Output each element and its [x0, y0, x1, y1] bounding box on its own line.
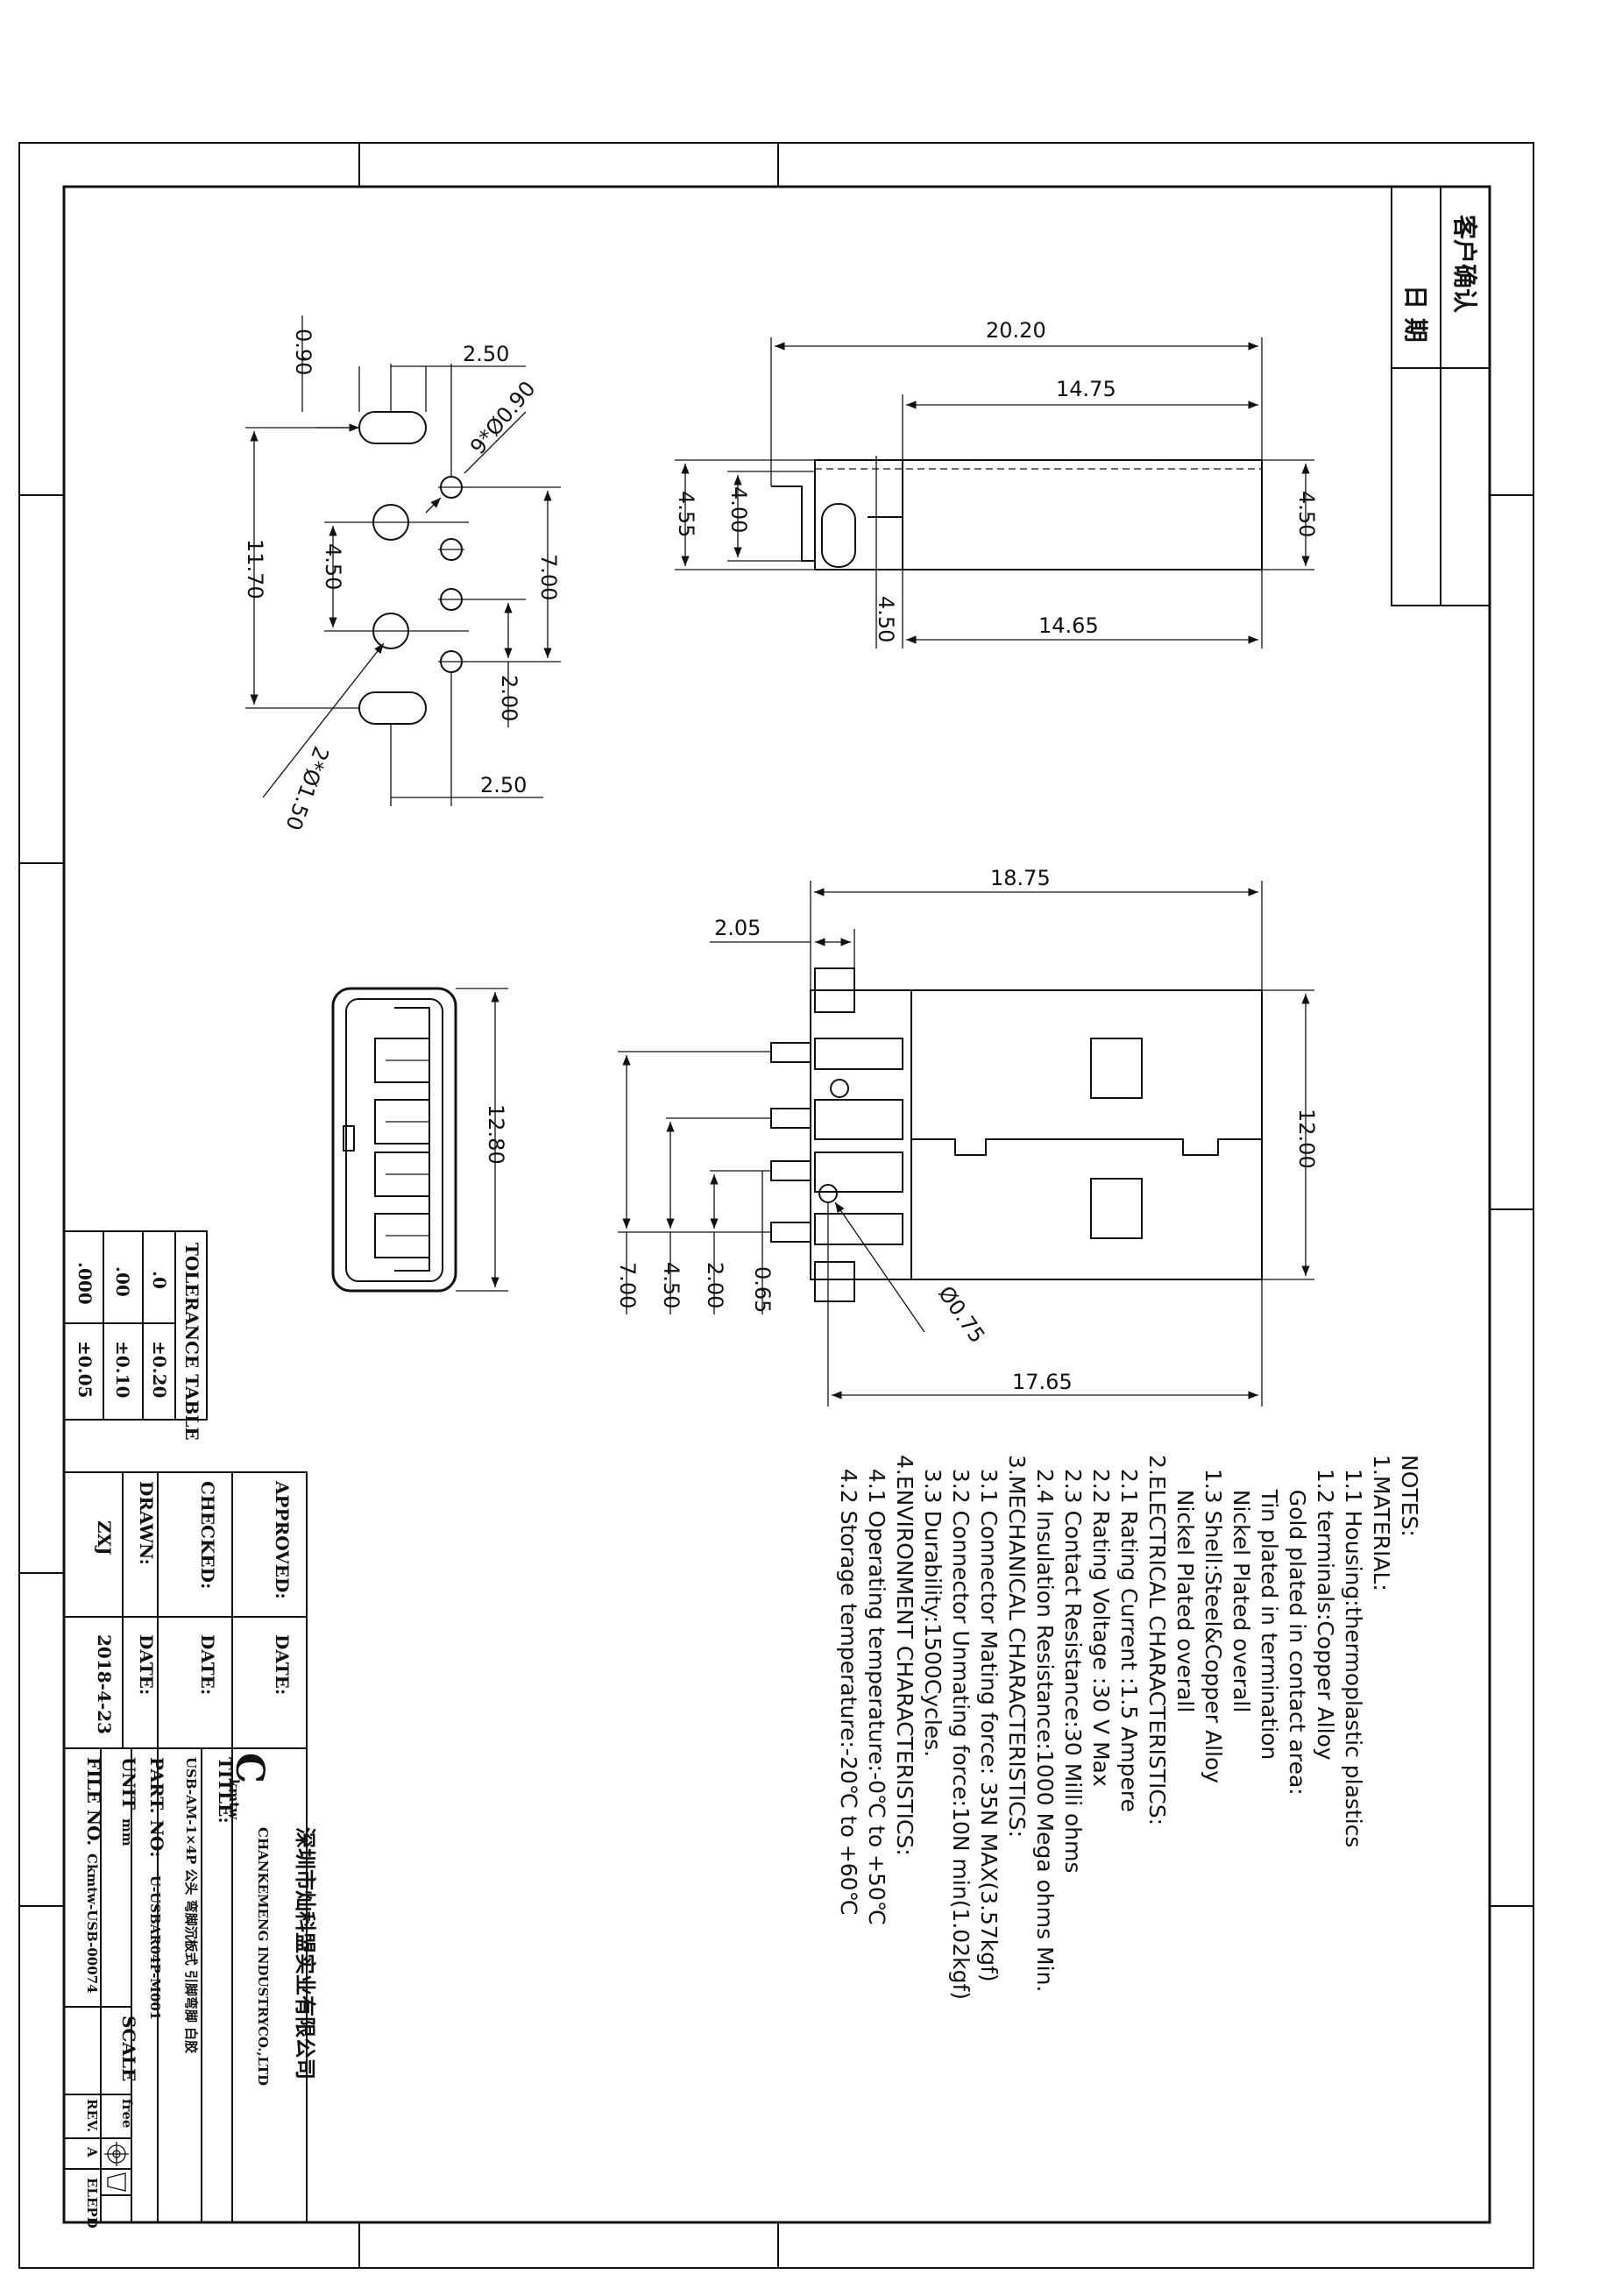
- tolerance-value: ±0.10: [112, 1341, 133, 1398]
- dim-7-00-top: 7.00: [536, 554, 561, 600]
- drawn-label: DRAWN:: [136, 1481, 157, 1565]
- dim-0-75: Ø0.75: [933, 1281, 989, 1347]
- front-view: 12.80: [331, 987, 508, 1293]
- unit-value: mm: [119, 1818, 135, 1846]
- unit-label: UNIT: [118, 1757, 139, 1810]
- ref-value: ELEPD: [84, 2178, 100, 2229]
- tolerance-key: .000: [74, 1262, 96, 1305]
- rev-label: REV.: [84, 2099, 100, 2132]
- dim-20-20: 20.20: [986, 318, 1046, 343]
- note-line: 4.1 Operating temperature:-0℃ to +50℃: [864, 1455, 889, 1925]
- note-line: 3.2 Connector Unmating force:10N min(1.0…: [948, 1455, 974, 2000]
- part-value: U-USBAR04P-M001: [147, 1875, 163, 2020]
- note-line: 4.ENVIRONMENT CHARACTERISTICS:: [892, 1455, 917, 1856]
- file-value: Ckmtw-USB-00074: [84, 1853, 100, 1994]
- dim-2-05: 2.05: [714, 916, 761, 940]
- dim-4-50: 4.50: [321, 543, 345, 590]
- dim-2-50-top: 2.50: [463, 342, 509, 366]
- dim-17-65: 17.65: [1012, 1370, 1073, 1394]
- dim-2-50-bot: 2.50: [480, 773, 527, 797]
- drawing-frame: [18, 142, 1534, 2269]
- tolerance-value: ±0.20: [149, 1341, 170, 1398]
- file-label: FILE NO.: [83, 1757, 104, 1846]
- note-line: 2.ELECTRICAL CHARACTERISTICS:: [1144, 1455, 1170, 1825]
- customer-date-label: 日 期: [1401, 285, 1430, 343]
- date-label-1: DATE:: [272, 1634, 293, 1695]
- scale-value: free: [119, 2099, 135, 2128]
- dim-4-50-plan: 4.50: [659, 1262, 684, 1308]
- note-line: 1.2 terminals:Copper Alloy: [1313, 1455, 1338, 1761]
- note-line: Tin plated in termination: [1257, 1455, 1282, 1760]
- dim-4-50-side-bot: 4.50: [874, 596, 898, 642]
- dim-12-80: 12.80: [484, 1104, 508, 1165]
- notes-block: NOTES: 1.MATERIAL: 1.1 Housing:thermopla…: [836, 1455, 1422, 2000]
- dim-4-00: 4.00: [726, 486, 751, 533]
- logo-text: kmtw: [226, 1779, 242, 1820]
- dim-4-55: 4.55: [674, 491, 698, 537]
- note-line: Gold plated in contact area:: [1285, 1455, 1310, 1796]
- customer-confirm-label: 客户确认: [1450, 215, 1479, 313]
- note-line: Nickel Plated overall: [1172, 1455, 1198, 1712]
- dim-14-75: 14.75: [1056, 377, 1116, 401]
- company-name-en: CHANKEMENG INDUSTRYCO.,LTD: [255, 1827, 271, 2086]
- customer-confirm-box: 客户确认 日 期: [1391, 186, 1491, 606]
- note-line: 1.MATERIAL:: [1369, 1455, 1394, 1591]
- note-line: 3.MECHANICAL CHARACTERISTICS:: [1004, 1455, 1030, 1838]
- scale-label: SCALE: [118, 2016, 139, 2081]
- note-line: 2.1 Rating Current :1.5 Ampere: [1116, 1455, 1142, 1812]
- approved-label: APPROVED:: [272, 1480, 293, 1599]
- dim-14-65: 14.65: [1038, 613, 1099, 638]
- drawer-name: ZXJ: [94, 1520, 115, 1555]
- note-line: 3.3 Durability:1500Cycles.: [920, 1455, 946, 1757]
- note-line: 1.1 Housing:thermoplastic plastics: [1341, 1455, 1366, 1847]
- dim-mount-dia: 2*Ø1.50: [280, 743, 333, 833]
- note-line: 4.2 Storage temperature:-20℃ to +60℃: [836, 1455, 861, 1916]
- dim-18-75: 18.75: [990, 866, 1051, 890]
- logo-letter: C: [227, 1753, 272, 1783]
- title-block: APPROVED: CHECKED: DRAWN: ZXJ DATE: DATE…: [63, 1471, 317, 2229]
- tolerance-value: ±0.05: [74, 1341, 96, 1398]
- dim-2-00-top: 2.00: [497, 675, 521, 721]
- dim-7-00-plan: 7.00: [615, 1262, 640, 1308]
- date-label-2: DATE:: [197, 1634, 218, 1695]
- tolerance-key: .0: [149, 1271, 170, 1289]
- note-line: NOTES:: [1397, 1455, 1422, 1537]
- company-name-cn: 深圳市灿科盟实业有限公司: [293, 1827, 317, 2080]
- tolerance-title: TOLERANCE TABLE: [181, 1243, 202, 1441]
- note-line: 1.3 Shell:Steel&Copper Alloy: [1201, 1455, 1226, 1783]
- title-label: TITLE:: [215, 1757, 236, 1824]
- note-line: 2.4 Insulation Resistance:1000 Mega ohms…: [1032, 1455, 1058, 1992]
- date-label-3: DATE:: [136, 1634, 157, 1695]
- note-line: 2.3 Contact Resistance:30 Milli ohms: [1060, 1455, 1086, 1874]
- tolerance-key: .00: [112, 1266, 133, 1297]
- projection-symbol-icon: [104, 2142, 129, 2192]
- dim-11-70: 11.70: [243, 539, 267, 599]
- checked-label: CHECKED:: [197, 1481, 218, 1589]
- dim-12-00: 12.00: [1294, 1109, 1319, 1169]
- pcb-footprint-view: 0.90 2.50 9*Ø0.90 11.70 4.50 7.00 2.00 2…: [243, 315, 561, 833]
- tolerance-table: TOLERANCE TABLE .0 ±0.20 .00 ±0.10 .000 …: [63, 1230, 208, 1441]
- dim-4-50-right: 4.50: [1294, 491, 1319, 537]
- note-line: 2.2 Rating Voltage :30 V Max: [1088, 1455, 1114, 1787]
- plan-view: 18.75 2.05 12.00 0.65 2.00 4.50 7.00 Ø0.…: [615, 866, 1319, 1407]
- dim-0-65: 0.65: [750, 1266, 775, 1313]
- note-line: 3.1 Connector Mating force: 35N MAX(3.57…: [976, 1455, 1002, 1982]
- dim-pin-dia: 9*Ø0.90: [465, 377, 540, 459]
- dim-0-90: 0.90: [291, 329, 315, 375]
- dim-2-00-plan: 2.00: [703, 1262, 727, 1308]
- date-value: 2018-4-23: [94, 1634, 115, 1734]
- side-view: 20.20 14.75 4.55 4.00 4.50 4.50 14.65: [674, 318, 1319, 648]
- rev-value: A: [84, 2146, 100, 2158]
- part-label: PART. NO:: [146, 1757, 167, 1858]
- title-value: USB-AM-1×4P 公头 弯脚沉板式 引脚弯脚 白胶: [183, 1757, 199, 2053]
- note-line: Nickel Plated overall: [1229, 1455, 1254, 1712]
